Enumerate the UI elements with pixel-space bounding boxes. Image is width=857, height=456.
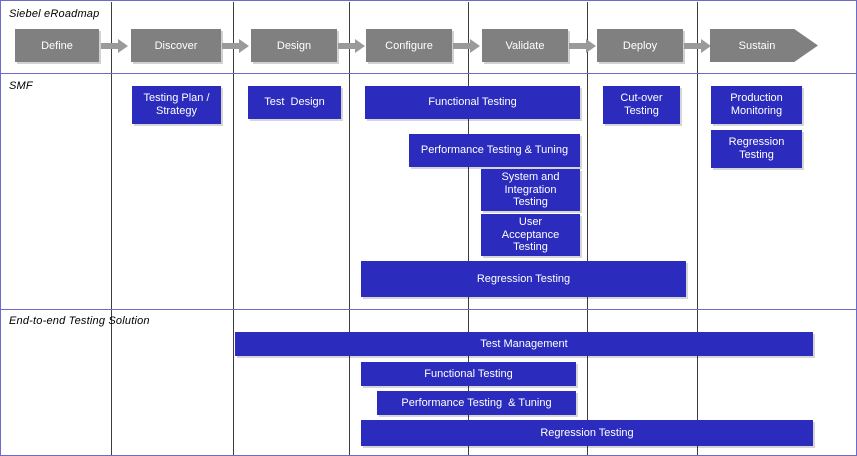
bar-label: System and Integration Testing: [501, 171, 560, 209]
column-divider-4-row2: [468, 74, 469, 309]
right-arrow-icon-1: [101, 39, 129, 53]
column-divider-3-row1: [349, 2, 350, 73]
band-separator-smf-endtoend: [1, 309, 856, 310]
smf-bar-regression-testing[interactable]: Regression Testing: [361, 261, 686, 297]
bar-label: Regression Testing: [540, 426, 634, 439]
e2e-bar-performance-testing-tuning[interactable]: Performance Testing & Tuning: [377, 391, 576, 415]
phase-label: Design: [276, 39, 312, 52]
right-arrow-icon-2: [222, 39, 250, 53]
column-divider-1-row1: [111, 2, 112, 73]
column-divider-2-row1: [233, 2, 234, 73]
column-divider-5-row1: [587, 2, 588, 73]
column-divider-2-row3: [233, 310, 234, 455]
smf-bar-user-acceptance-testing[interactable]: User Acceptance Testing: [481, 214, 580, 256]
column-divider-1-row3: [111, 310, 112, 455]
smf-bar-system-and-integration-testing[interactable]: System and Integration Testing: [481, 169, 580, 211]
column-divider-2-row2: [233, 74, 234, 309]
phase-box-validate[interactable]: Validate: [482, 29, 568, 62]
smf-bar-test-design[interactable]: Test Design: [248, 86, 341, 119]
phase-label: Discover: [154, 39, 198, 52]
column-divider-6-row3: [697, 310, 698, 455]
phase-box-configure[interactable]: Configure: [366, 29, 452, 62]
column-divider-4-row1: [468, 2, 469, 73]
phase-box-design[interactable]: Design: [251, 29, 337, 62]
phase-box-define[interactable]: Define: [15, 29, 99, 62]
smf-bar-performance-testing-tuning[interactable]: Performance Testing & Tuning: [409, 134, 580, 167]
column-divider-6-row2: [697, 74, 698, 309]
band-title-smf: SMF: [9, 80, 33, 92]
column-divider-5-row2: [587, 74, 588, 309]
bar-label: Test Management: [480, 337, 568, 350]
column-divider-5-row3: [587, 310, 588, 455]
phase-box-sustain[interactable]: Sustain: [710, 29, 818, 62]
band-separator-roadmap-smf: [1, 73, 856, 74]
phase-label: Validate: [505, 39, 545, 52]
right-arrow-icon-5: [569, 39, 597, 53]
column-divider-3-row2: [349, 74, 350, 309]
smf-bar-production-monitoring[interactable]: Production Monitoring: [711, 86, 802, 124]
e2e-bar-functional-testing[interactable]: Functional Testing: [361, 362, 576, 386]
column-divider-1-row2: [111, 74, 112, 309]
bar-label: User Acceptance Testing: [501, 216, 560, 254]
e2e-bar-test-management[interactable]: Test Management: [235, 332, 813, 356]
smf-bar-functional-testing[interactable]: Functional Testing: [365, 86, 580, 119]
column-divider-3-row3: [349, 310, 350, 455]
bar-label: Functional Testing: [424, 367, 513, 380]
right-arrow-icon-3: [338, 39, 366, 53]
bar-label: Test Design: [264, 96, 325, 109]
phase-box-discover[interactable]: Discover: [131, 29, 221, 62]
bar-label: Performance Testing & Tuning: [401, 396, 552, 409]
column-divider-6-row1: [697, 2, 698, 73]
phase-label: Configure: [385, 39, 433, 52]
band-title-end-to-end-testing-solution: End-to-end Testing Solution: [9, 315, 150, 327]
phase-label: Deploy: [622, 39, 658, 52]
smf-bar-testing-plan-strategy[interactable]: Testing Plan / Strategy: [132, 86, 221, 124]
band-title-siebel-eroadmap: Siebel eRoadmap: [9, 8, 100, 20]
phase-label: Sustain: [738, 39, 776, 52]
bar-label: Regression Testing: [476, 272, 571, 285]
bar-label: Regression Testing: [728, 136, 785, 161]
right-arrow-icon-4: [453, 39, 481, 53]
phase-box-deploy[interactable]: Deploy: [597, 29, 683, 62]
bar-label: Cut-over Testing: [620, 92, 663, 117]
smf-bar-cut-over-testing[interactable]: Cut-over Testing: [603, 86, 680, 124]
bar-label: Performance Testing & Tuning: [420, 144, 569, 157]
e2e-bar-regression-testing[interactable]: Regression Testing: [361, 420, 813, 446]
smf-bar-regression-testing-sustain[interactable]: Regression Testing: [711, 130, 802, 168]
bar-label: Testing Plan / Strategy: [143, 92, 210, 117]
right-arrow-icon-6: [684, 39, 712, 53]
bar-label: Production Monitoring: [730, 92, 783, 117]
phase-label: Define: [41, 39, 73, 52]
bar-label: Functional Testing: [428, 96, 517, 109]
